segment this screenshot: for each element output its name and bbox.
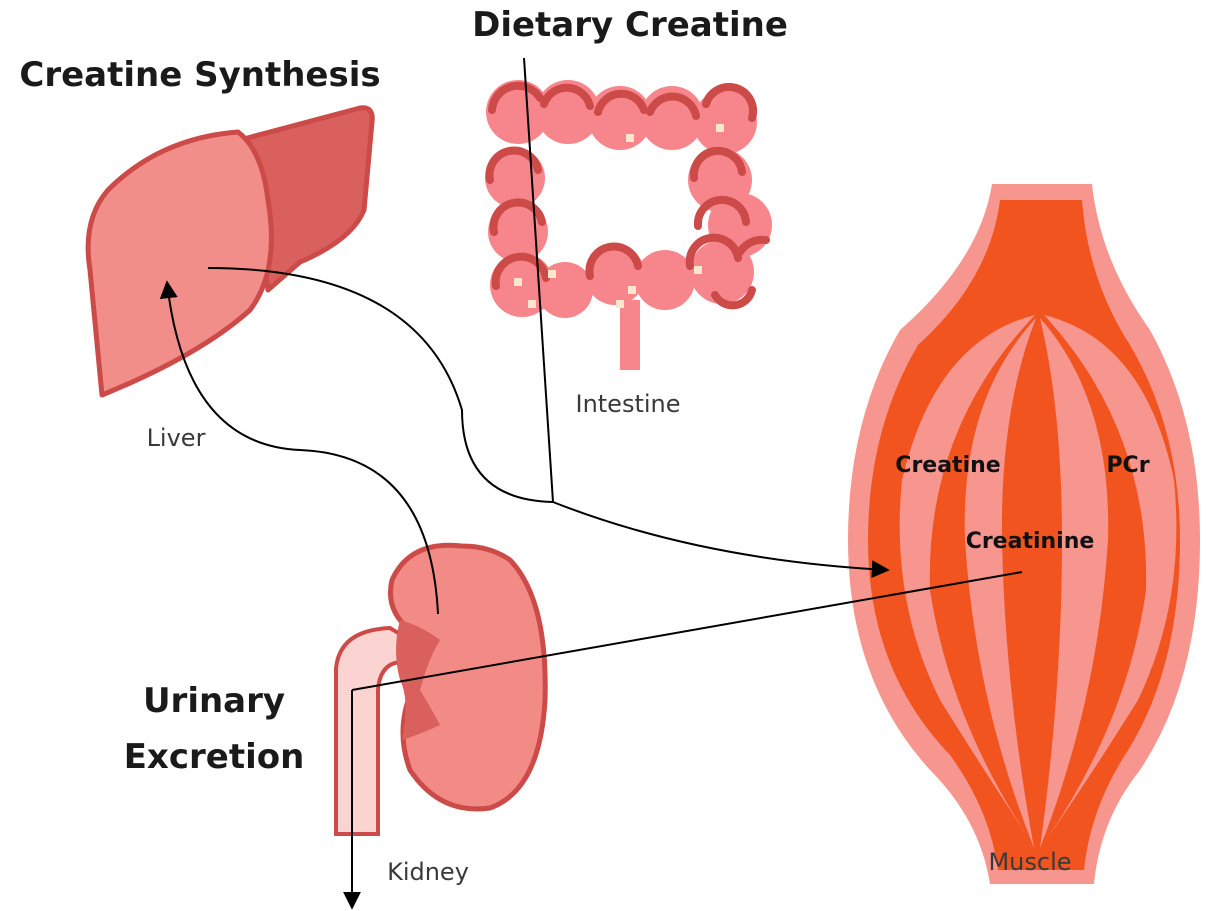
creatine-synthesis-title: Creatine Synthesis — [19, 55, 380, 95]
muscle-label: Muscle — [988, 848, 1071, 876]
creatine-compound-label: Creatine — [895, 453, 1000, 478]
creatinine-compound-label: Creatinine — [966, 529, 1095, 554]
urinary-excretion-title-line1: Urinary — [143, 681, 285, 721]
pcr-compound-label: PCr — [1106, 453, 1149, 478]
kidney-illustration — [336, 545, 545, 834]
kidney-label: Kidney — [387, 858, 469, 886]
urinary-excretion-title-line2: Excretion — [124, 737, 305, 777]
liver-label: Liver — [147, 424, 206, 452]
liver-illustration — [88, 108, 372, 395]
dietary-creatine-title: Dietary Creatine — [472, 5, 788, 45]
intestine-label: Intestine — [575, 390, 680, 418]
